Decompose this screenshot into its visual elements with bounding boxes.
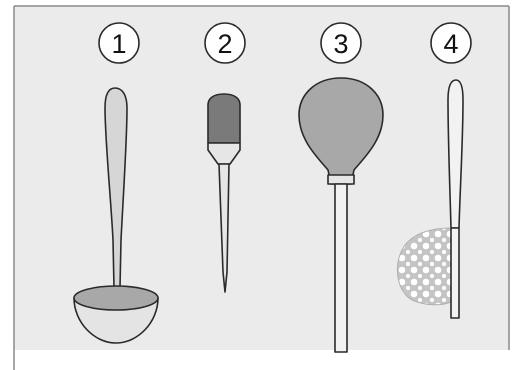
number-label-2: 2	[205, 23, 245, 63]
number-label-2-text: 2	[217, 29, 232, 59]
number-label-3-text: 3	[333, 29, 348, 59]
number-label-4-text: 4	[443, 29, 458, 59]
number-label-4: 4	[431, 23, 471, 63]
number-label-1: 1	[99, 23, 139, 63]
number-label-1-text: 1	[111, 29, 126, 59]
number-label-3: 3	[321, 23, 361, 63]
